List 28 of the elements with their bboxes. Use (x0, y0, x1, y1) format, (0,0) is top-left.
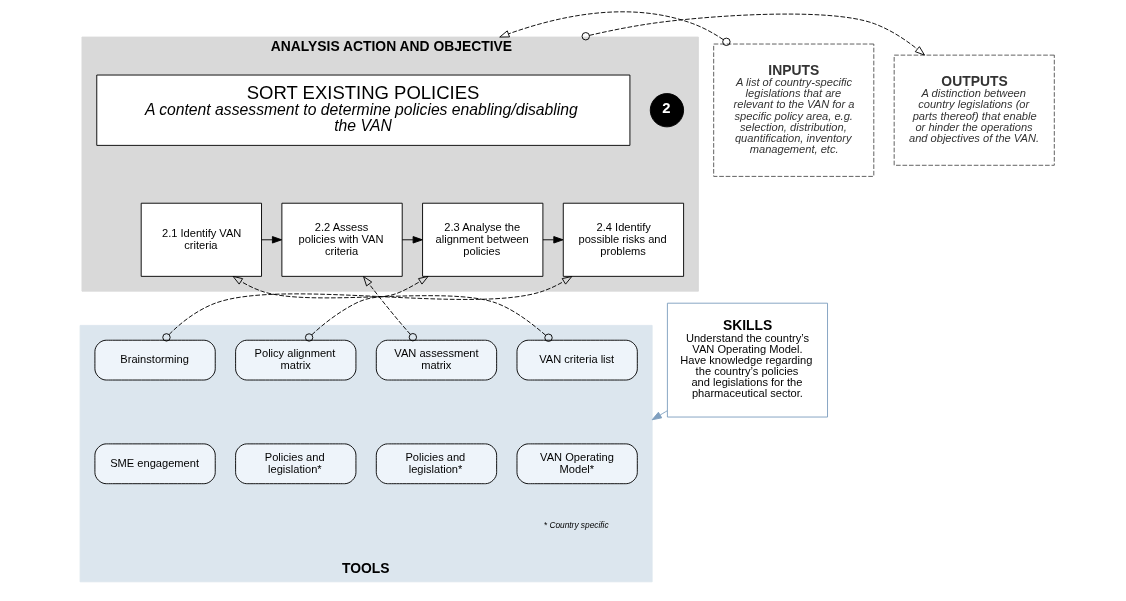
node-box: SKILLS Understand the country’s VAN Operating Model. Have knowledge regarding the country’s policies and legislations for the pharmaceutical sector. (666, 302, 828, 418)
arrow (304, 275, 429, 342)
node-box: VAN criteria list (516, 339, 638, 381)
node-box: VAN Operating Model* (516, 443, 638, 485)
node-box: 2.1 Identify VAN criteria (140, 202, 262, 277)
node-box: SME engagement (93, 443, 216, 485)
node-box: 2.4 Identify possible risks and problems (562, 202, 684, 277)
node-circle: 2 (649, 93, 684, 128)
node-box: Policy alignment matrix (234, 339, 356, 381)
arrow (541, 236, 563, 244)
node-box: SORT EXISTING POLICIES A content assessment to determine policies enabling/disabling the VAN (95, 74, 630, 146)
arrow (362, 276, 417, 342)
node-box: Brainstorming (93, 339, 216, 381)
arrow (260, 236, 282, 244)
node-box: INPUTS A list of country-specific legislations that are relevant to the VAN for a specific policy area, e.g. selection, distribution, quantification, inventory management, etc. (712, 43, 874, 177)
arrow (651, 410, 668, 421)
node-box: OUTPUTS A distinction between country legislations (or parts thereof) that enable or hinder the operations and objectives of the VAN. (893, 54, 1055, 166)
label: * Country specific (543, 520, 609, 531)
node-box: 2.3 Analyse the alignment between policies (421, 202, 543, 277)
arrow (232, 275, 553, 342)
arrow (161, 276, 572, 342)
arrow (401, 236, 423, 244)
node-box: 2.2 Assess policies with VAN criteria (280, 202, 403, 277)
arrow (581, 13, 925, 56)
node-box: Policies and legislation* (375, 443, 497, 485)
arrow (498, 11, 731, 46)
node-box: VAN assessment matrix (375, 339, 497, 381)
node-box: Policies and legislation* (234, 443, 356, 485)
